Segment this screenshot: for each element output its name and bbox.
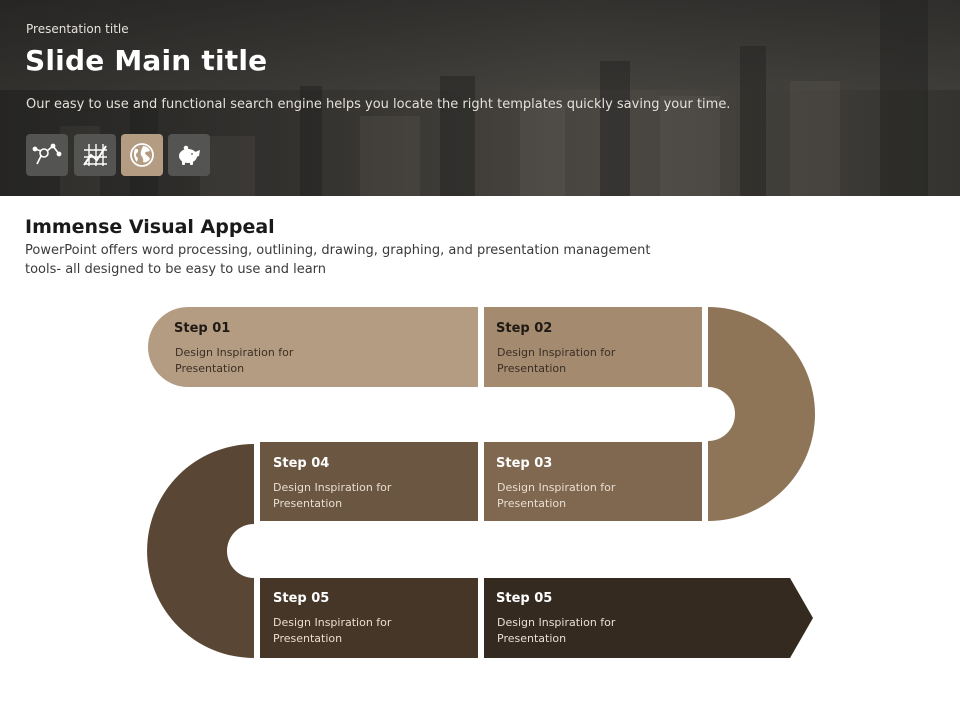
step-04-title: Step 04 — [273, 456, 329, 471]
piggy-bank-icon[interactable] — [168, 134, 210, 176]
step-05a-desc-line1: Design Inspiration for — [273, 616, 392, 629]
page-title: Slide Main title — [25, 44, 268, 77]
step-01-block — [148, 307, 478, 387]
step-01-title: Step 01 — [174, 321, 230, 336]
step-03-desc-line2: Presentation — [497, 497, 566, 510]
step-04-label: Step 04 Design Inspiration for Presentat… — [273, 456, 392, 510]
step-05b-arrow-block — [484, 578, 813, 658]
step-05b-desc-line2: Presentation — [497, 632, 566, 645]
step-05a-label: Step 05 Design Inspiration for Presentat… — [273, 591, 392, 645]
step-04-block — [260, 442, 478, 521]
network-pin-icon[interactable] — [26, 134, 68, 176]
presentation-title: Presentation title — [26, 22, 129, 36]
step-04-desc-line2: Presentation — [273, 497, 342, 510]
chart-grid-icon[interactable] — [74, 134, 116, 176]
header-banner: Presentation title Slide Main title Our … — [0, 0, 960, 196]
right-connector-curve — [708, 307, 815, 521]
globe-icon[interactable] — [121, 134, 163, 176]
step-05a-title: Step 05 — [273, 591, 329, 606]
step-01-desc-line1: Design Inspiration for — [175, 346, 294, 359]
step-05b-label: Step 05 Design Inspiration for Presentat… — [496, 591, 616, 645]
step-02-desc-line2: Presentation — [497, 362, 566, 375]
step-02-block — [484, 307, 702, 387]
step-05b-desc-line1: Design Inspiration for — [497, 616, 616, 629]
step-01-label: Step 01 Design Inspiration for Presentat… — [174, 321, 294, 375]
page-subtitle: Our easy to use and functional search en… — [26, 97, 731, 112]
section-title: Immense Visual Appeal — [25, 216, 275, 238]
step-03-block — [484, 442, 702, 521]
step-03-label: Step 03 Design Inspiration for Presentat… — [496, 456, 616, 510]
step-03-desc-line1: Design Inspiration for — [497, 481, 616, 494]
step-05b-title: Step 05 — [496, 591, 552, 606]
step-02-label: Step 02 Design Inspiration for Presentat… — [496, 321, 616, 375]
step-03-title: Step 03 — [496, 456, 552, 471]
step-02-desc-line1: Design Inspiration for — [497, 346, 616, 359]
step-02-title: Step 02 — [496, 321, 552, 336]
step-05a-desc-line2: Presentation — [273, 632, 342, 645]
step-05a-block — [260, 578, 478, 658]
step-04-desc-line1: Design Inspiration for — [273, 481, 392, 494]
left-connector-curve — [147, 444, 254, 658]
step-01-desc-line2: Presentation — [175, 362, 244, 375]
section-description: PowerPoint offers word processing, outli… — [25, 243, 651, 277]
